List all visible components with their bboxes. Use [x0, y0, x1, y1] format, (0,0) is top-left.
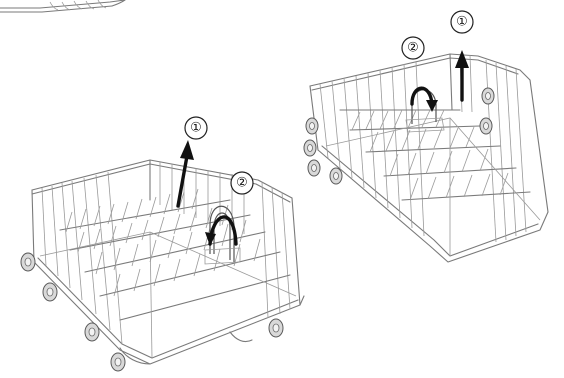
callout-label: ①: [190, 121, 202, 136]
wheel-hub-icon: [115, 358, 121, 366]
callout-upper-1: ①: [451, 11, 473, 33]
wheel-hub-icon: [312, 165, 317, 172]
wheel-hub-icon: [486, 93, 491, 100]
lower-basket-arrows: [178, 140, 236, 246]
wheel-hub-icon: [310, 123, 315, 130]
upper-basket-arrows: [412, 50, 469, 112]
callout-label: ②: [236, 176, 248, 191]
lift-arrow-icon: [178, 156, 187, 206]
wheel-hub-icon: [25, 258, 31, 266]
wheel-hub-icon: [484, 123, 489, 130]
wheel-hub-icon: [273, 324, 279, 332]
callout-lower-2: ②: [231, 172, 253, 194]
wheel-hub-icon: [334, 173, 339, 180]
wheel-hub-icon: [308, 145, 313, 152]
callout-lower-1: ①: [185, 117, 207, 139]
callout-label: ①: [456, 15, 468, 30]
lower-basket-illustration: [32, 160, 304, 364]
callout-label: ②: [407, 41, 419, 56]
arrow-head-icon: [180, 140, 194, 160]
wheel-hub-icon: [89, 328, 95, 336]
callout-upper-2: ②: [402, 37, 424, 59]
cropped-basket-fragment: [0, 0, 125, 12]
upper-basket-illustration: [310, 54, 548, 262]
wheel-hub-icon: [47, 288, 53, 296]
